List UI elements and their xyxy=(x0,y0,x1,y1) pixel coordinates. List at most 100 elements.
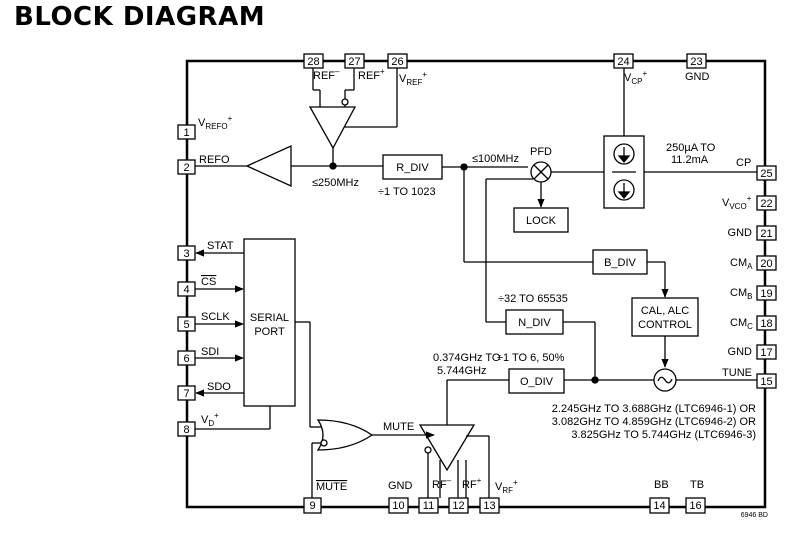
svg-text:4: 4 xyxy=(183,284,189,296)
vco-range-3: 3.825GHz TO 5.744GHz (LTC6946-3) xyxy=(571,429,756,441)
refo-buffer xyxy=(195,144,383,188)
pin-15: 15 xyxy=(756,373,777,389)
figure-id: 6946 BD xyxy=(741,512,768,519)
pin-label-ref-minus: REF– xyxy=(313,67,340,82)
pin-label-gnd-17: GND xyxy=(728,346,753,358)
pin-label-vrf: VRF+ xyxy=(495,478,518,495)
svg-text:6: 6 xyxy=(183,353,189,365)
svg-text:16: 16 xyxy=(689,500,701,512)
pfd-label: PFD xyxy=(530,146,552,158)
svg-text:8: 8 xyxy=(183,424,189,436)
reference-buffer xyxy=(308,68,398,166)
pin-19: 19 xyxy=(756,285,777,301)
pin-10: 10 xyxy=(388,497,409,514)
ndiv-feedback-net xyxy=(485,178,596,380)
pin-label-cmc: CMC xyxy=(730,317,753,331)
pin-8: 8 xyxy=(177,421,196,437)
svg-text:PORT: PORT xyxy=(254,326,285,338)
pin-label-sdi: SDI xyxy=(201,346,219,358)
r-div-range-label: ÷1 TO 1023 xyxy=(378,186,436,198)
o-div-block: O_DIV xyxy=(508,368,565,394)
pin-label-gnd-23: GND xyxy=(685,71,710,83)
n-div-block: N_DIV xyxy=(505,309,564,335)
cp-current-label-2: 11.2mA xyxy=(671,154,709,166)
svg-text:SERIAL: SERIAL xyxy=(250,312,289,324)
pin-24: 24 xyxy=(613,53,634,69)
svg-text:7: 7 xyxy=(183,388,189,400)
svg-text:2: 2 xyxy=(183,162,189,174)
pin-label-rf-plus: RF+ xyxy=(462,476,482,491)
pin-3: 3 xyxy=(177,245,196,261)
r-div-block: R_DIV xyxy=(382,154,443,180)
pin-label-vcp: VCP+ xyxy=(624,69,647,86)
vco-symbol xyxy=(564,368,757,392)
svg-text:14: 14 xyxy=(653,500,665,512)
o-div-range-label: ÷1 TO 6, 50% xyxy=(497,352,565,364)
pin-label-tune: TUNE xyxy=(722,367,752,379)
svg-text:20: 20 xyxy=(760,258,772,270)
pin-27: 27 xyxy=(344,53,365,69)
vco-range-2: 3.082GHz TO 4.859GHz (LTC6946-2) OR xyxy=(552,416,756,428)
svg-text:27: 27 xyxy=(348,56,360,68)
svg-text:15: 15 xyxy=(760,376,772,388)
svg-text:O_DIV: O_DIV xyxy=(520,376,554,388)
svg-text:12: 12 xyxy=(452,500,464,512)
pin-label-gnd-10: GND xyxy=(388,480,413,492)
pin-22: 22 xyxy=(756,195,777,211)
pin-label-refo: REFO xyxy=(199,154,230,166)
svg-text:23: 23 xyxy=(690,56,702,68)
pfd-symbol xyxy=(530,161,552,183)
svg-text:5: 5 xyxy=(183,319,189,331)
bdiv-to-cal-net xyxy=(647,261,669,298)
pin-label-sclk: SCLK xyxy=(201,311,230,323)
svg-text:22: 22 xyxy=(760,198,772,210)
pin-label-vref: VREF+ xyxy=(399,70,427,87)
cal-alc-control-block: CAL, ALC CONTROL xyxy=(631,297,699,337)
svg-text:26: 26 xyxy=(391,56,403,68)
pin-12: 12 xyxy=(448,497,469,514)
pin-14: 14 xyxy=(649,497,670,514)
vco-range-1: 2.245GHz TO 3.688GHz (LTC6946-1) OR xyxy=(552,403,756,415)
pin-7: 7 xyxy=(177,385,196,401)
cp-current-label-1: 250µA TO xyxy=(666,142,716,154)
pin-label-rf-minus: RF– xyxy=(432,476,452,491)
pin-20: 20 xyxy=(756,255,777,271)
pin-1: 1 xyxy=(177,124,196,140)
svg-text:21: 21 xyxy=(760,228,772,240)
charge-pump xyxy=(603,68,757,209)
pin-23: 23 xyxy=(686,53,707,69)
pin-11: 11 xyxy=(418,497,439,514)
svg-text:11: 11 xyxy=(423,500,434,512)
svg-text:R_DIV: R_DIV xyxy=(396,162,429,174)
pin-6: 6 xyxy=(177,350,196,366)
pin-13: 13 xyxy=(479,497,500,514)
svg-text:9: 9 xyxy=(309,500,315,512)
pin-label-cma: CMA xyxy=(730,257,753,271)
pfd-freq-label: ≤100MHz xyxy=(472,153,519,165)
svg-text:N_DIV: N_DIV xyxy=(518,317,551,329)
out-freq-label-2: 5.744GHz xyxy=(437,365,487,377)
pin-label-cmb: CMB xyxy=(730,287,752,301)
pin-label-vd: VD+ xyxy=(201,411,219,428)
svg-text:LOCK: LOCK xyxy=(526,215,557,227)
svg-text:24: 24 xyxy=(617,56,629,68)
pin-25: 25 xyxy=(756,165,777,181)
pin-16: 16 xyxy=(685,497,706,514)
pin-label-cs: CS xyxy=(201,276,216,288)
serial-port-block: SERIAL PORT xyxy=(243,238,296,407)
pin-26: 26 xyxy=(387,53,408,69)
svg-text:13: 13 xyxy=(483,500,495,512)
svg-text:CAL, ALC: CAL, ALC xyxy=(641,305,689,317)
svg-text:1: 1 xyxy=(183,127,189,139)
pin-9: 9 xyxy=(303,497,322,514)
out-freq-label-1: 0.374GHz TO xyxy=(433,352,501,364)
pin-label-mute: MUTE xyxy=(316,481,347,493)
pin-2: 2 xyxy=(177,159,196,175)
pin-label-gnd-21: GND xyxy=(728,227,753,239)
svg-text:28: 28 xyxy=(307,56,319,68)
svg-text:18: 18 xyxy=(760,318,772,330)
n-div-range-label: ÷32 TO 65535 xyxy=(498,293,568,305)
svg-text:17: 17 xyxy=(760,347,772,359)
pin-17: 17 xyxy=(756,344,777,360)
mute-signal-label: MUTE xyxy=(383,421,414,433)
